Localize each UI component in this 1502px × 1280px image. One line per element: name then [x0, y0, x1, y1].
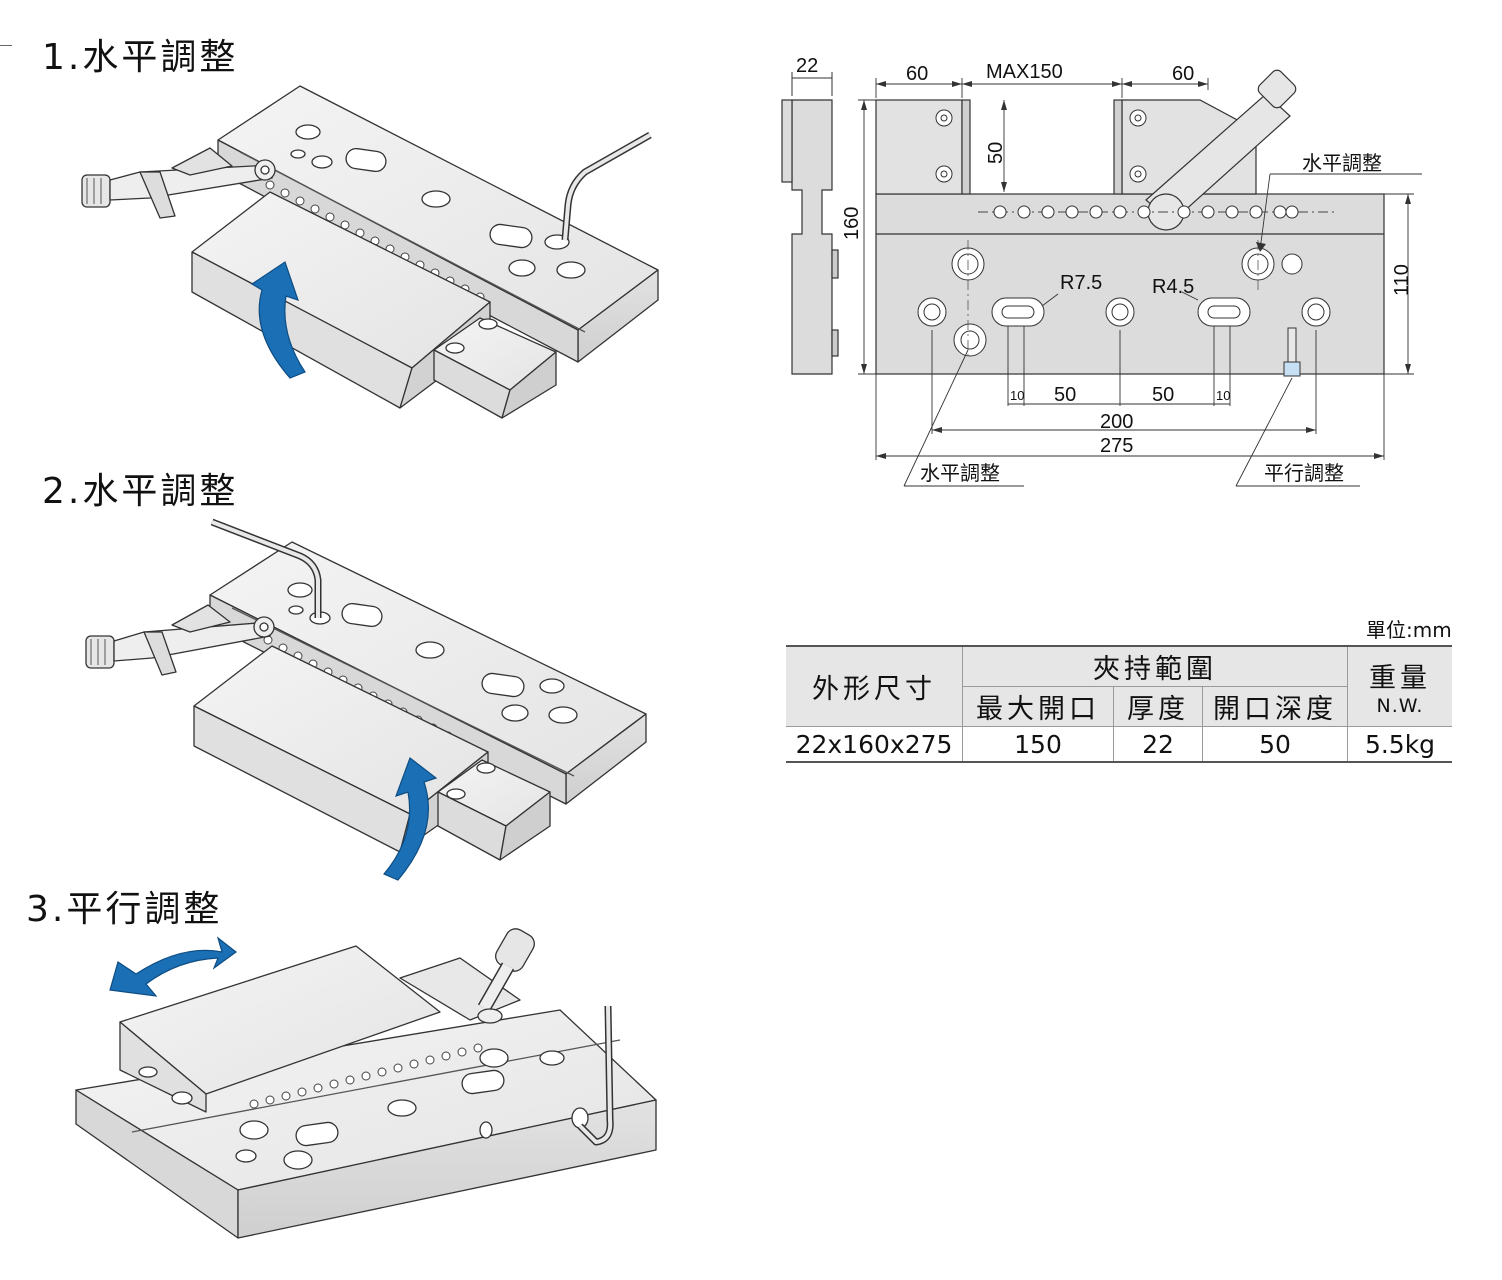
dim-hole-span: 200: [1100, 411, 1133, 433]
rotate-arrow-2: [383, 757, 438, 881]
callout-horizontal-adjust-top: 水平調整: [1302, 151, 1382, 175]
cell-max-opening: 150: [962, 726, 1114, 763]
vise-illustration-1: [81, 85, 659, 419]
header-max-opening: 最大開口: [962, 686, 1114, 727]
cell-depth: 50: [1202, 726, 1348, 763]
spec-table: 外形尺寸 夾持範圍 重量 N.W. 最大開口 厚度 開口深度 22x160x27…: [786, 645, 1452, 763]
dim-total-height: 160: [841, 207, 863, 240]
header-weight-sub: N.W.: [1376, 695, 1424, 717]
dim-slot-width-1: 10: [1010, 388, 1024, 403]
dim-body-height: 110: [1391, 264, 1413, 296]
header-thickness: 厚度: [1113, 686, 1203, 727]
step-2-title: 2.水平調整: [42, 471, 239, 512]
dim-jaw-left: 60: [906, 63, 928, 85]
dim-pitch-1: 50: [1054, 384, 1076, 406]
header-clamp-range: 夾持範圍: [962, 645, 1348, 687]
vise-illustration-2: [85, 518, 647, 861]
technical-drawing: 22: [781, 55, 1422, 487]
cell-thickness: 22: [1113, 726, 1203, 763]
header-size: 外形尺寸: [786, 645, 963, 727]
header-depth: 開口深度: [1202, 686, 1348, 727]
dim-slot-radius-large: R7.5: [1060, 272, 1102, 294]
dim-overall-length: 275: [1100, 435, 1133, 457]
dim-pitch-2: 50: [1152, 384, 1174, 406]
rotate-arrow-1: [250, 261, 306, 379]
dim-side-width: 22: [796, 55, 818, 77]
unit-label: 單位:mm: [1366, 618, 1452, 642]
rotate-arrow-3: [109, 936, 237, 997]
margin-tick: [0, 45, 12, 46]
vise-illustration-3: [75, 928, 657, 1239]
dim-max-opening: MAX150: [986, 61, 1063, 83]
cell-size: 22x160x275: [786, 726, 963, 763]
front-view: [875, 69, 1385, 375]
step-1-title: 1.水平調整: [42, 37, 239, 78]
header-weight: 重量 N.W.: [1347, 645, 1452, 727]
dim-slot-width-2: 10: [1216, 388, 1230, 403]
side-view: [781, 99, 839, 375]
dim-jaw-height: 50: [985, 142, 1007, 164]
cell-weight: 5.5kg: [1347, 726, 1452, 763]
callout-horizontal-adjust-bottom: 水平調整: [920, 461, 1000, 485]
dim-slot-radius-small: R4.5: [1152, 276, 1194, 298]
dim-jaw-right: 60: [1172, 63, 1194, 85]
callout-parallel-adjust: 平行調整: [1264, 461, 1344, 485]
header-weight-label: 重量: [1369, 663, 1431, 694]
step-3-title: 3.平行調整: [26, 889, 223, 930]
